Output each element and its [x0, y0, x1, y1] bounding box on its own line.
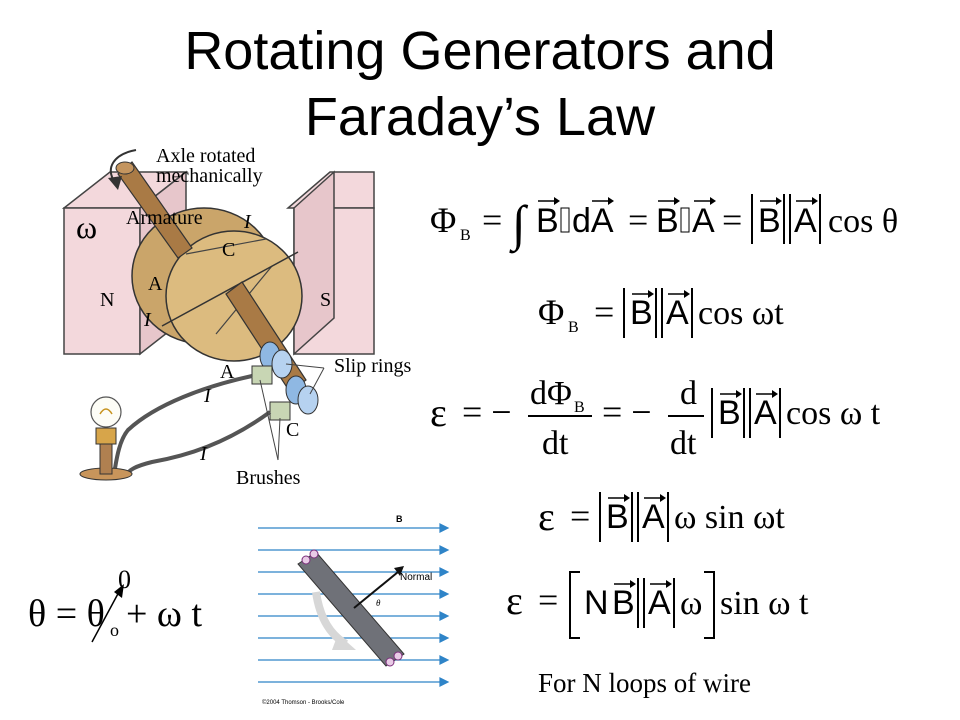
- south-magnet: [285, 170, 375, 356]
- terminal-a-left: A: [148, 273, 163, 295]
- svg-text:A: A: [648, 584, 671, 622]
- axle-label-line-1: Axle rotated: [156, 145, 255, 167]
- svg-text:N: N: [584, 584, 609, 622]
- svg-text:=: =: [628, 200, 648, 240]
- svg-text:+ ω t: + ω t: [126, 593, 202, 635]
- svg-text:o: o: [110, 620, 119, 640]
- svg-text:ε: ε: [430, 390, 447, 435]
- copyright-label: ©2004 Thomson - Brooks/Cole: [262, 699, 345, 706]
- slip-rings: [259, 341, 319, 415]
- terminal-c-top: C: [222, 239, 235, 261]
- svg-text:dA: dA: [572, 202, 614, 240]
- svg-text:Φ: Φ: [538, 292, 564, 332]
- svg-text:ω: ω: [680, 585, 702, 622]
- title-line-1: Rotating Generators and: [184, 21, 776, 81]
- axle-label-line-2: mechanically: [156, 165, 263, 187]
- svg-text:B: B: [612, 584, 635, 622]
- current-label-4: I: [199, 443, 208, 465]
- normal-label: Normal: [400, 572, 432, 583]
- svg-text:B: B: [568, 319, 579, 336]
- field-label: B: [396, 514, 403, 524]
- svg-text:ε: ε: [506, 578, 523, 623]
- svg-text:B: B: [758, 202, 781, 240]
- svg-text:B: B: [606, 498, 629, 536]
- brushes: [251, 365, 291, 421]
- svg-text:B: B: [718, 394, 741, 432]
- svg-text:Φ: Φ: [430, 200, 456, 240]
- svg-text:B: B: [536, 202, 559, 240]
- normal-vector: [353, 571, 399, 609]
- current-label-1: I: [243, 211, 252, 233]
- svg-text:sin ω t: sin ω t: [720, 585, 809, 622]
- current-label-3: I: [203, 385, 212, 407]
- equation-emf-sine: ε = B A ω sin ωt: [538, 486, 838, 555]
- normal-arrowhead-icon: [394, 566, 404, 576]
- svg-text:A: A: [754, 394, 777, 432]
- svg-text:∫: ∫: [509, 195, 529, 254]
- svg-text:dΦ: dΦ: [530, 375, 572, 412]
- equation-flux-definition: Φ B = ∫ B dA = B A = B A cos θ: [430, 186, 930, 263]
- field-loop-diagram: B Normal θ ©2004 Thomson - Brooks/Cole: [258, 514, 450, 706]
- brush-callout: [259, 379, 281, 461]
- brushes-label: Brushes: [236, 467, 301, 489]
- terminal-a-lower: A: [220, 361, 235, 383]
- rotation-arrowhead-icon: [108, 176, 122, 190]
- equation-flux-time: Φ B = B A cos ωt: [538, 282, 858, 353]
- rotation-arrowhead-icon: [332, 634, 356, 650]
- caption: For N loops of wire: [538, 668, 751, 698]
- equation-emf-derivative: ε = − dΦ B dt = − d dt B A cos ω t: [430, 366, 920, 467]
- svg-text:A: A: [692, 202, 715, 240]
- armature-label: Armature: [126, 207, 203, 229]
- svg-text:d: d: [680, 375, 697, 412]
- slide-title: Rotating Generators and Faraday’s Law: [0, 18, 960, 150]
- equation-angle: θ = θ o + ω t 0: [28, 560, 228, 655]
- svg-text:A: A: [666, 294, 689, 332]
- svg-text:= −: = −: [602, 392, 652, 432]
- svg-text:=: =: [722, 200, 742, 240]
- terminal-c-lower: C: [286, 419, 299, 441]
- slip-ring-callout: [285, 363, 325, 395]
- south-pole-label: S: [320, 289, 331, 311]
- svg-text:=: =: [482, 200, 502, 240]
- svg-text:dt: dt: [670, 425, 697, 462]
- svg-text:ε: ε: [538, 494, 555, 539]
- angle-zero-label: 0: [118, 565, 131, 594]
- svg-text:=: =: [538, 580, 558, 620]
- svg-text:B: B: [460, 227, 471, 244]
- light-bulb-icon: [79, 396, 133, 481]
- title-line-2: Faraday’s Law: [304, 87, 656, 147]
- svg-text:=: =: [594, 292, 614, 332]
- svg-text:B: B: [656, 202, 679, 240]
- svg-text:B: B: [630, 294, 653, 332]
- svg-text:dt: dt: [542, 425, 569, 462]
- current-label-2: I: [143, 309, 152, 331]
- svg-text:θ = θ: θ = θ: [28, 593, 105, 635]
- equation-emf-n-loops: ε = N B A ω sin ω t: [506, 568, 856, 649]
- svg-text:A: A: [794, 202, 817, 240]
- svg-text:B: B: [574, 399, 585, 416]
- svg-text:A: A: [642, 498, 665, 536]
- slip-rings-label: Slip rings: [334, 355, 411, 377]
- svg-text:= −: = −: [462, 392, 512, 432]
- svg-text:cos θ: cos θ: [828, 203, 898, 240]
- svg-text:cos ω t: cos ω t: [786, 395, 881, 432]
- circuit-wires: [112, 374, 272, 477]
- angle-label: θ: [376, 598, 381, 608]
- svg-text:ω sin ωt: ω sin ωt: [674, 499, 785, 536]
- svg-text:cos ωt: cos ωt: [698, 295, 784, 332]
- axle-top: [115, 161, 193, 259]
- north-pole-label: N: [100, 289, 114, 311]
- wire-loop: [297, 549, 405, 667]
- svg-text:=: =: [570, 496, 590, 536]
- omega-symbol: ω: [76, 209, 97, 245]
